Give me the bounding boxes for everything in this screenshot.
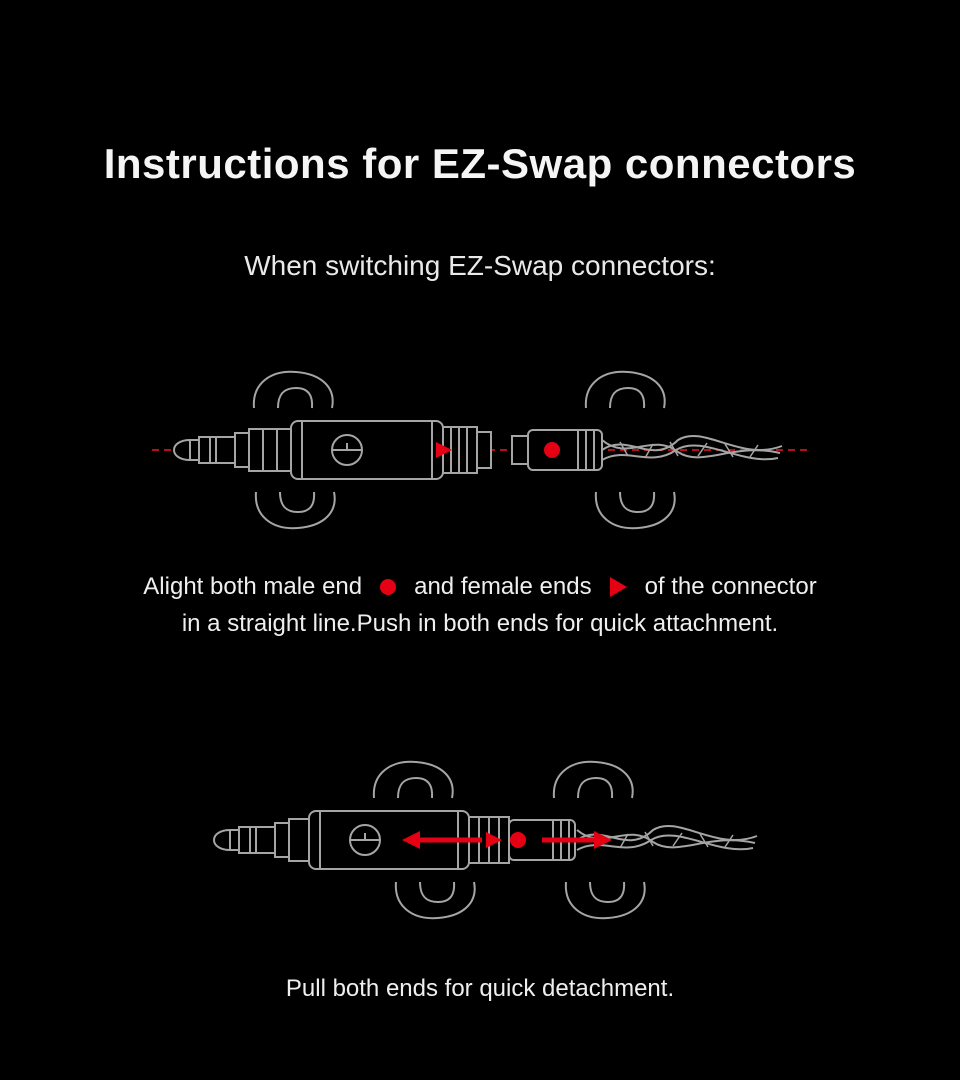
attachment-caption: Alight both male end and female ends of th… <box>70 568 890 642</box>
left-arrow-head-icon <box>402 831 420 849</box>
ear-tip-top-left <box>372 760 454 799</box>
ear-tip-bottom-left <box>394 881 476 920</box>
page-title: Instructions for EZ-Swap connectors <box>103 140 857 187</box>
page-subtitle: When switching EZ-Swap connectors: <box>244 250 716 281</box>
attachment-diagram-svg <box>152 370 808 530</box>
ear-tip-top-right <box>552 760 634 799</box>
attachment-caption-line2: in a straight line.Push in both ends for… <box>181 610 779 637</box>
detachment-diagram-svg <box>212 760 758 920</box>
attachment-caption-text-1: Alight both male end <box>143 573 363 600</box>
right-arrow-head-icon <box>594 831 612 849</box>
ear-tip-bottom-left <box>254 491 336 530</box>
attachment-caption-text-3: of the connector <box>644 573 817 600</box>
female-end-triangle-marker-icon <box>436 442 452 458</box>
male-end-dot-marker-icon <box>544 442 560 458</box>
attachment-diagram <box>150 350 810 550</box>
pull-apart-arrows <box>402 831 612 849</box>
attachment-caption-text-2: and female ends <box>414 573 592 600</box>
braided-cable-drawing <box>601 435 783 461</box>
detachment-caption: Pull both ends for quick detachment. <box>70 970 890 1007</box>
line-art <box>212 760 758 920</box>
junction-triangle-icon <box>486 832 502 848</box>
line-art <box>172 370 783 530</box>
ear-tip-top-right <box>584 370 666 409</box>
detachment-caption-text: Pull both ends for quick detachment. <box>285 975 675 1002</box>
junction-dot-icon <box>510 832 526 848</box>
red-triangle-icon <box>609 577 627 597</box>
ear-tip-bottom-right <box>564 881 646 920</box>
ear-tip-bottom-right <box>594 491 676 530</box>
red-dot-icon <box>380 579 397 595</box>
male-plug-drawing <box>172 420 492 480</box>
ear-tip-top-left <box>252 370 334 409</box>
detachment-diagram <box>150 740 810 940</box>
